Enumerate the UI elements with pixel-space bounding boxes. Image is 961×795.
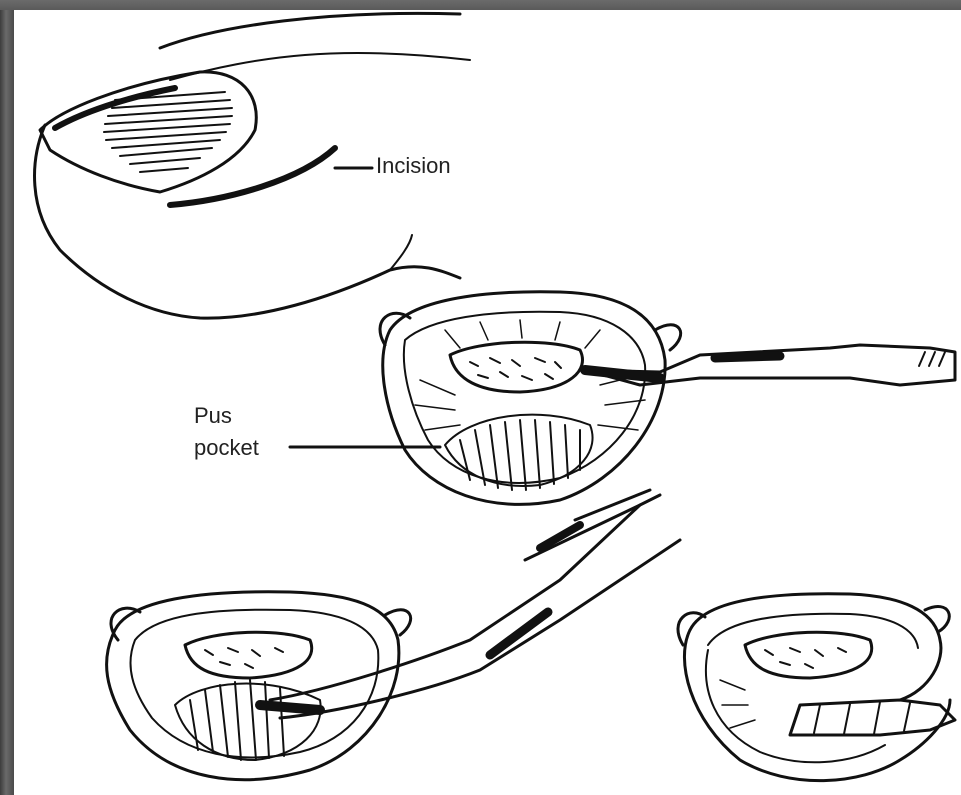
paronychia-drainage-illustration [14,10,961,795]
pus-pocket-label-line2: pocket [194,435,259,461]
pus-pocket-label-line1: Pus [194,403,232,429]
nail-stripes [104,92,232,172]
cross-section-scalpel [290,292,955,505]
diagram-canvas: Incision Pus pocket [14,10,961,795]
cross-section-drained [678,594,955,781]
cross-section-forceps [107,490,680,780]
nail-bed-dots [470,358,561,380]
pus-pocket [445,415,593,486]
incision-label: Incision [376,153,451,179]
incision-mark [170,148,335,205]
slide-top-bar [0,0,961,10]
